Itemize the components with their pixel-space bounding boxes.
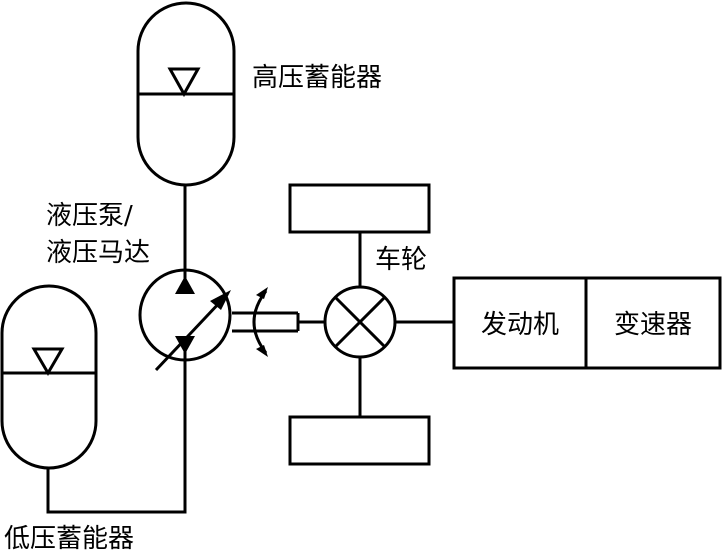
- transmission-label: 变速器: [614, 310, 692, 340]
- wheel-axle: [288, 183, 431, 466]
- low-pressure-accumulator-body: [0, 284, 98, 470]
- wheel-label: 车轮: [375, 245, 427, 275]
- wheel-bottom: [288, 415, 431, 466]
- pump-motor-variable-arrow-head-icon: [210, 290, 231, 310]
- differential: [323, 285, 454, 359]
- engine-label: 发动机: [481, 310, 559, 340]
- high-pressure-level-triangle-icon: [167, 67, 201, 98]
- high-pressure-accumulator: [136, 1, 236, 187]
- pump-motor-variable-arrow-line: [154, 298, 224, 372]
- transmission-box: [584, 276, 722, 370]
- wheel-top: [288, 183, 431, 234]
- rotation-arc: [252, 290, 268, 354]
- powertrain: [452, 276, 722, 370]
- low-pressure-level-triangle-icon: [31, 347, 65, 376]
- low-pressure-accumulator: [0, 284, 98, 470]
- rotation-arrow-up-icon: [256, 287, 268, 299]
- drive-shaft: [232, 287, 325, 357]
- differential-cross-b: [333, 295, 387, 349]
- low-pressure-line: [46, 340, 187, 514]
- pump-motor-circle: [138, 268, 232, 362]
- low-pressure-accumulator-label: 低压蓄能器: [4, 524, 134, 552]
- hydraulic-lines: [46, 185, 187, 514]
- rotation-arrow-down-icon: [256, 345, 268, 357]
- labels: 高压蓄能器 低压蓄能器 液压泵/ 液压马达 车轮 发动机 变速器: [4, 63, 692, 552]
- pump-motor-flow-triangle-down-icon: [175, 336, 195, 354]
- pump-motor-label-line2: 液压马达: [46, 238, 150, 268]
- high-pressure-accumulator-label: 高压蓄能器: [252, 63, 382, 93]
- pump-motor-flow-triangle-up-icon: [175, 276, 195, 294]
- pump-motor: [138, 268, 232, 372]
- pump-motor-label-line1: 液压泵/: [46, 201, 133, 231]
